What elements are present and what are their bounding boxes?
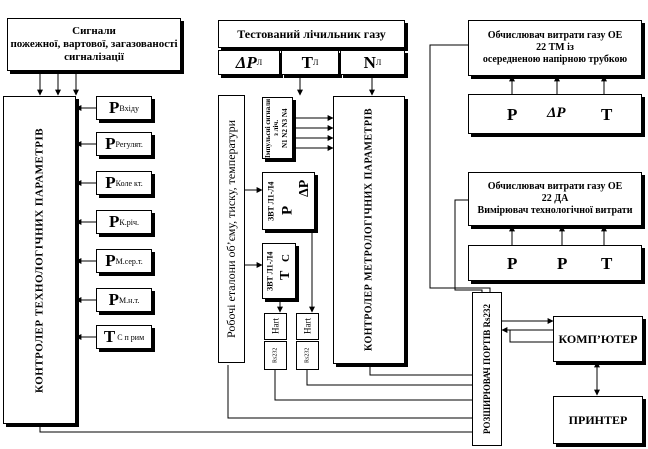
param-sub-4: М.сер.т. <box>115 256 143 266</box>
signals-line3: сигналізації <box>64 51 124 63</box>
tested-meter-title-box: Тестований лічильник газу <box>218 20 405 48</box>
tested-meter-cell-sub-1: Л <box>312 58 319 67</box>
param-sub-5: М.н.т. <box>119 295 140 305</box>
calc-22da-line1: Обчислювач витрати газу ОЕ <box>487 181 623 192</box>
printer-label: ПРИНТЕР <box>568 412 628 427</box>
calc-22da-cell-1: P <box>557 254 568 273</box>
calc-22tm-cell-0: P <box>507 105 518 124</box>
param-sub-6: С п рим <box>117 332 145 342</box>
zvt-dp-label: ЗВТ Л1-Л4 <box>266 181 276 221</box>
zvt-dp-box: ЗВТ Л1-Л4 P ΔP <box>262 172 315 230</box>
pulse-signals-channels: N1 N2 N3 N4 <box>281 108 289 148</box>
signals-box: Сигнали пожежної, вартової, загазованост… <box>7 18 181 71</box>
calc-22da-box: Обчислювач витрати газу ОЕ 22 ДА Вимірюв… <box>468 172 642 226</box>
calc-22tm-box: Обчислювач витрати газу ОЕ 22 ТМ із осер… <box>468 20 642 76</box>
printer-box: ПРИНТЕР <box>553 396 643 444</box>
ports-expander-label: РОЗШИРЮВАЧ ПОРТІВ Rs232 <box>482 304 492 435</box>
calc-22da-line2: 22 ДА <box>541 193 569 204</box>
param-sub-3: К.річ. <box>119 217 139 227</box>
zvt-tc-box: ЗВТ Л1-Л4 T С <box>262 243 296 299</box>
tech-controller-label: КОНТРОЛЕР ТЕХНОЛОГІЧНИХ ПАРАМЕТРІВ <box>33 127 46 393</box>
param-sub-1: Регулят. <box>115 139 143 149</box>
tested-meter-cell-main-1: T <box>301 52 313 72</box>
calc-22tm-cells: P ΔP T <box>468 94 642 134</box>
working-standards-label: Робочі еталони об’єму, тиску, температур… <box>224 119 238 339</box>
calc-22da-line3: Вимірювач технологічної витрати <box>477 205 633 216</box>
tested-meter-cell-main-2: N <box>363 52 376 72</box>
param-sub-2: Коле кт. <box>115 178 143 188</box>
hart1-bus-box: Rs232 <box>264 341 287 370</box>
param-main-5: P <box>108 290 120 309</box>
pulse-signals-label: Імпульсні сигнали з ліч. <box>264 98 280 158</box>
tested-meter-cell-main-0: ΔP <box>235 52 257 72</box>
param-main-0: P <box>109 98 120 117</box>
param-main-1: P <box>105 134 116 153</box>
calc-22da-cell-2: T <box>601 254 613 273</box>
calc-22tm-cell-1: ΔP <box>547 105 566 121</box>
hart1-bus: Rs232 <box>272 347 279 364</box>
computer-box: КОМП’ЮТЕР <box>553 316 643 362</box>
ports-expander-box: РОЗШИРЮВАЧ ПОРТІВ Rs232 <box>472 292 502 446</box>
param-main-4: P <box>105 251 116 270</box>
metro-controller-box: КОНТРОЛЕР МЕТРОЛОГІЧНИХ ПАРАМЕТРІВ <box>333 96 405 364</box>
zvt-tc-label: ЗВТ Л1-Л4 <box>265 251 275 291</box>
zvt-dp-secondary: ΔP <box>297 179 312 197</box>
working-standards-box: Робочі еталони об’єму, тиску, температур… <box>218 95 245 363</box>
calc-22da-cells: P P T <box>468 245 642 281</box>
zvt-tc-main: T <box>278 270 293 280</box>
param-main-2: P <box>105 173 116 192</box>
calc-22da-cell-0: P <box>507 254 518 273</box>
hart1-box: Hart <box>264 313 287 340</box>
hart1-label: Hart <box>270 318 281 335</box>
zvt-tc-secondary: С <box>280 254 292 262</box>
signals-line1: Сигнали <box>72 25 116 37</box>
tech-controller-box: КОНТРОЛЕР ТЕХНОЛОГІЧНИХ ПАРАМЕТРІВ <box>3 96 76 424</box>
calc-22tm-line3: осередненою напірною трубкою <box>482 54 628 65</box>
calc-22tm-line2: 22 ТМ із <box>536 42 574 53</box>
hart2-box: Hart <box>296 313 319 340</box>
hart2-label: Hart <box>302 318 313 335</box>
param-main-6: T <box>103 327 116 346</box>
pulse-signals-box: Імпульсні сигнали з ліч. N1 N2 N3 N4 <box>262 97 293 159</box>
tested-meter-title: Тестований лічильник газу <box>237 26 386 41</box>
param-sub-0: Вхіду <box>119 103 139 113</box>
tested-meter-cell-sub-0: Л <box>256 58 263 67</box>
computer-label: КОМП’ЮТЕР <box>558 331 638 346</box>
calc-22tm-line1: Обчислювач витрати газу ОЕ <box>487 30 623 41</box>
hart2-bus: Rs232 <box>304 347 311 364</box>
calc-22tm-cell-2: T <box>601 105 613 124</box>
tested-meter-cell-sub-2: Л <box>375 58 382 67</box>
metro-controller-label: КОНТРОЛЕР МЕТРОЛОГІЧНИХ ПАРАМЕТРІВ <box>363 108 375 352</box>
hart2-bus-box: Rs232 <box>296 341 319 370</box>
param-main-3: P <box>109 212 120 231</box>
signals-line2: пожежної, вартової, загазованості <box>10 38 178 50</box>
